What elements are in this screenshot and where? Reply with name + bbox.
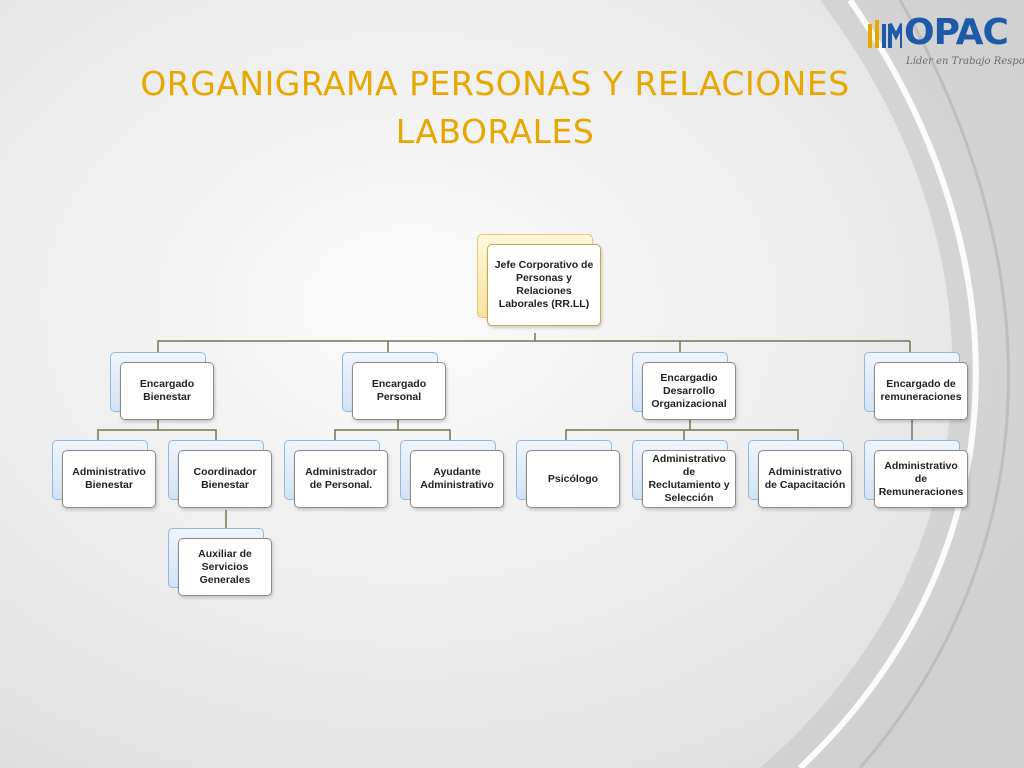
- node-label: Auxiliar de Servicios Generales: [178, 538, 272, 596]
- node-label: Administrativo de Capacitación: [758, 450, 852, 508]
- node-label: Encargado Personal: [352, 362, 446, 420]
- title-line-2: LABORALES: [395, 112, 595, 151]
- node-label: Administrativo Bienestar: [62, 450, 156, 508]
- node-label: Ayudante Administrativo: [410, 450, 504, 508]
- node-label: Administrador de Personal.: [294, 450, 388, 508]
- page-title: ORGANIGRAMA PERSONAS Y RELACIONES LABORA…: [110, 60, 880, 156]
- node-label: Administrativo de Remuneraciones: [874, 450, 968, 508]
- opac-logo-icon: [868, 20, 902, 48]
- connector-personal: [334, 420, 451, 440]
- connector-desarrollo: [565, 420, 799, 440]
- node-label: Encargadio Desarrollo Organizacional: [642, 362, 736, 420]
- logo-name: OPAC: [904, 12, 1009, 53]
- opac-logo: OPAC Líder en Trabajo Responsable: [866, 12, 1024, 76]
- node-label: Jefe Corporativo de Personas y Relacione…: [487, 244, 601, 326]
- title-line-1: ORGANIGRAMA PERSONAS Y RELACIONES: [140, 64, 850, 103]
- node-label: Administrativo de Reclutamiento y Selecc…: [642, 450, 736, 508]
- node-label: Encargado de remuneraciones: [874, 362, 968, 420]
- logo-tagline: Líder en Trabajo Responsable: [906, 56, 1024, 67]
- node-label: Encargado Bienestar: [120, 362, 214, 420]
- node-label: Coordinador Bienestar: [178, 450, 272, 508]
- connector-bienestar: [97, 420, 217, 440]
- node-label: Psicólogo: [526, 450, 620, 508]
- connector-root: [157, 333, 911, 352]
